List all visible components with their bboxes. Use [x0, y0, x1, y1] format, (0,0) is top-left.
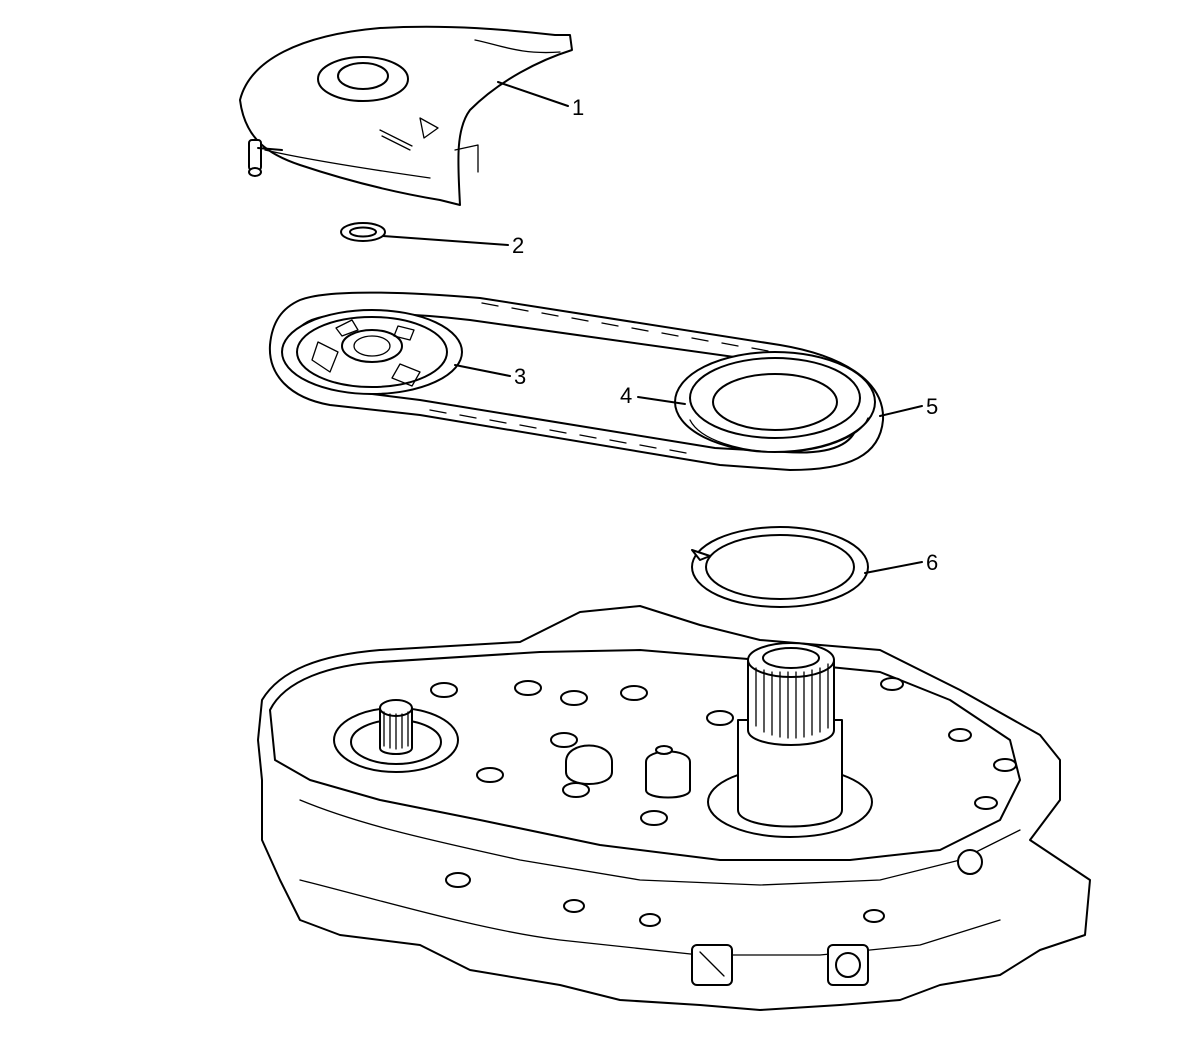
- rear-output-shaft: [707, 642, 873, 838]
- leader-line-1: [497, 81, 569, 107]
- callout-4: 4: [620, 383, 632, 408]
- callout-3: 3: [514, 364, 526, 389]
- chain-links: [429, 302, 769, 454]
- leader-line-6: [864, 561, 923, 574]
- leader-line-3: [454, 364, 511, 377]
- leader-lines: [382, 81, 923, 574]
- part-2-washer: [340, 222, 386, 242]
- part-3-4-5-chain-sprockets: [268, 291, 885, 471]
- leader-line-5: [879, 405, 923, 417]
- leader-line-4: [637, 396, 686, 405]
- part-1-chain-cover: [239, 25, 573, 206]
- callout-labels: 1 2 3 4 5 6: [512, 95, 938, 575]
- callout-6: 6: [926, 550, 938, 575]
- bolt-holes: [430, 677, 1017, 826]
- leader-line-2: [382, 235, 509, 246]
- callout-5: 5: [926, 394, 938, 419]
- front-output-shaft: [333, 699, 459, 773]
- callout-2: 2: [512, 233, 524, 258]
- part-6-thrust-washer: [691, 526, 869, 608]
- transfer-case-housing: [257, 605, 1091, 1011]
- callout-1: 1: [572, 95, 584, 120]
